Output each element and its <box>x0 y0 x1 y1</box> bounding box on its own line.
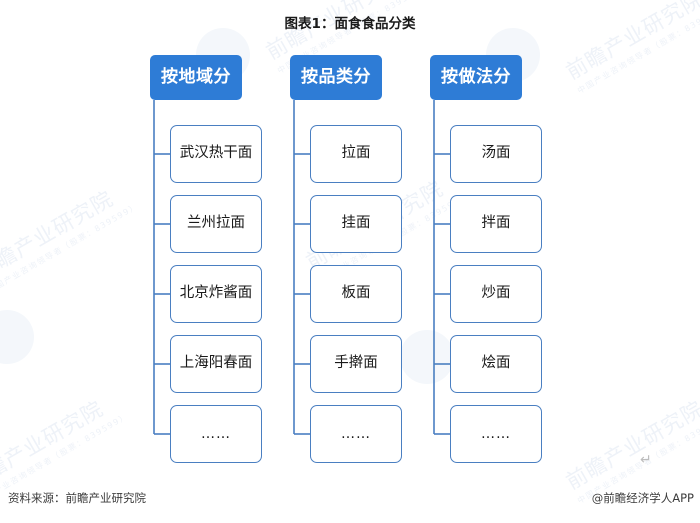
item-label: 兰州拉面 <box>187 215 245 232</box>
diagram-column-by-region: 按地域分 武汉热干面 兰州拉面 北京炸酱面 上海阳春面 …… <box>132 0 292 480</box>
item-label: 北京炸酱面 <box>179 285 253 302</box>
source-text: 资料来源：前瞻产业研究院 <box>8 491 146 505</box>
item-label: 拌面 <box>481 215 511 232</box>
item-box[interactable]: 板面 <box>310 265 402 323</box>
item-box[interactable]: 手擀面 <box>310 335 402 393</box>
item-label: 烩面 <box>481 355 511 372</box>
column-header-by-preparation[interactable]: 按做法分 <box>430 55 522 100</box>
classification-diagram: 按地域分 武汉热干面 兰州拉面 北京炸酱面 上海阳春面 …… <box>132 0 572 480</box>
item-box[interactable]: …… <box>450 405 542 463</box>
app-credit-text: @前瞻经济学人APP <box>591 491 694 505</box>
item-box[interactable]: 兰州拉面 <box>170 195 262 253</box>
chart-footer: 资料来源：前瞻产业研究院 @前瞻经济学人APP <box>0 490 700 514</box>
item-label: …… <box>481 425 511 442</box>
diagram-column-by-preparation: 按做法分 汤面 拌面 炒面 烩面 …… <box>412 0 572 480</box>
column-header-by-category[interactable]: 按品类分 <box>290 55 382 100</box>
chart-title: 图表1：面食食品分类 <box>284 16 416 32</box>
item-label: …… <box>201 425 231 442</box>
item-label: …… <box>341 425 371 442</box>
item-box[interactable]: 武汉热干面 <box>170 125 262 183</box>
column-header-label: 按品类分 <box>301 67 371 87</box>
item-box[interactable]: 烩面 <box>450 335 542 393</box>
item-label: 汤面 <box>481 145 511 162</box>
item-box[interactable]: 上海阳春面 <box>170 335 262 393</box>
item-label: 武汉热干面 <box>179 145 253 162</box>
item-box[interactable]: …… <box>310 405 402 463</box>
item-box[interactable]: …… <box>170 405 262 463</box>
item-label: 手擀面 <box>334 355 378 372</box>
column-header-label: 按地域分 <box>161 67 231 87</box>
item-box[interactable]: 拌面 <box>450 195 542 253</box>
diagram-column-by-category: 按品类分 拉面 挂面 板面 手擀面 …… <box>272 0 432 480</box>
column-header-label: 按做法分 <box>441 67 511 87</box>
item-box[interactable]: 拉面 <box>310 125 402 183</box>
item-box[interactable]: 北京炸酱面 <box>170 265 262 323</box>
item-label: 挂面 <box>341 215 371 232</box>
column-header-by-region[interactable]: 按地域分 <box>150 55 242 100</box>
item-label: 板面 <box>341 285 371 302</box>
item-box[interactable]: 挂面 <box>310 195 402 253</box>
paragraph-return-icon: ↵ <box>640 452 652 468</box>
connector-lines <box>153 100 170 435</box>
item-box[interactable]: 炒面 <box>450 265 542 323</box>
item-label: 拉面 <box>341 145 371 162</box>
item-label: 炒面 <box>481 285 511 302</box>
item-box[interactable]: 汤面 <box>450 125 542 183</box>
item-label: 上海阳春面 <box>179 355 253 372</box>
connector-lines <box>293 100 310 435</box>
